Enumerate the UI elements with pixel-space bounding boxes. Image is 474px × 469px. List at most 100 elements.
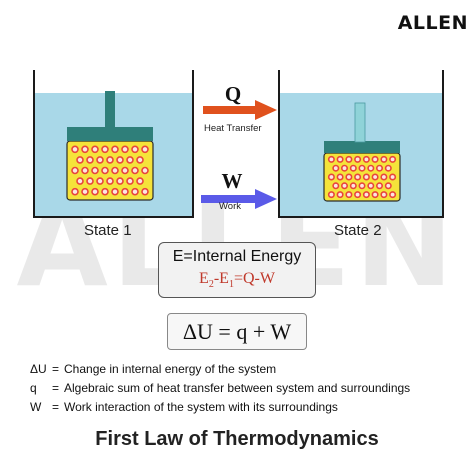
gas-molecule: [126, 177, 134, 185]
first-law-equation: ΔU = q + W: [167, 313, 307, 350]
gas-molecules-state-1: [71, 145, 149, 196]
footer-title: First Law of Thermodynamics: [95, 428, 379, 450]
gas-molecule: [371, 155, 379, 163]
gas-molecule: [136, 177, 144, 185]
gas-molecule: [367, 164, 375, 172]
heat-caption: Heat Transfer: [204, 123, 262, 134]
gas-molecule: [345, 191, 353, 199]
work-caption: Work: [219, 201, 241, 212]
gas-molecule: [81, 166, 89, 175]
gas-molecule: [358, 164, 366, 172]
piston-rod-state-1: [105, 91, 115, 128]
internal-energy-equation: E2-E1=Q-W: [199, 270, 275, 291]
legend-row-delta-u: ΔU=Change in internal energy of the syst…: [30, 362, 276, 376]
state-1-label: State 1: [84, 222, 132, 239]
gas-molecule: [384, 164, 392, 172]
gas-molecule: [340, 182, 348, 190]
internal-energy-box: E=Internal Energy E2-E1=Q-W: [158, 242, 316, 298]
gas-molecule: [327, 191, 335, 199]
piston-state-1: [67, 127, 153, 141]
gas-molecule: [91, 187, 99, 196]
gas-molecule: [71, 145, 79, 154]
gas-molecule: [345, 173, 353, 181]
gas-molecule: [121, 187, 129, 196]
gas-molecule: [81, 187, 89, 196]
gas-molecule: [336, 191, 344, 199]
heat-symbol: Q: [224, 82, 242, 106]
gas-molecule: [340, 164, 348, 172]
gas-molecule: [332, 182, 340, 190]
gas-molecule: [106, 177, 114, 185]
cylinder-state-2: [323, 152, 401, 202]
gas-molecule: [141, 166, 149, 175]
gas-molecule: [76, 177, 84, 185]
gas-molecule: [354, 155, 362, 163]
state-2-label: State 2: [334, 222, 382, 239]
internal-energy-title: E=Internal Energy: [172, 248, 302, 265]
gas-molecule: [111, 145, 119, 154]
gas-molecule: [101, 145, 109, 154]
brand-logo: ALLEN: [397, 12, 468, 34]
gas-molecule: [349, 182, 357, 190]
gas-molecule: [375, 164, 383, 172]
legend-equals: =: [52, 381, 60, 395]
gas-molecule: [389, 191, 397, 199]
legend-symbol: ΔU: [30, 362, 47, 376]
legend-symbol: q: [30, 381, 37, 395]
gas-molecule: [131, 166, 139, 175]
heat-arrow: [203, 100, 277, 120]
gas-molecule: [389, 173, 397, 181]
gas-molecule: [121, 145, 129, 154]
gas-molecule: [121, 166, 129, 175]
gas-molecule: [354, 173, 362, 181]
gas-molecule: [91, 145, 99, 154]
legend-row-w: W=Work interaction of the system with it…: [30, 400, 338, 414]
gas-molecule: [96, 177, 104, 185]
gas-molecule: [141, 187, 149, 196]
gas-molecule: [116, 177, 124, 185]
gas-molecule: [336, 155, 344, 163]
gas-molecule: [91, 166, 99, 175]
legend-text: Work interaction of the system with its …: [64, 400, 338, 414]
work-symbol: W: [221, 169, 243, 193]
gas-molecule: [367, 182, 375, 190]
gas-molecule: [131, 187, 139, 196]
gas-molecule: [136, 156, 144, 164]
gas-molecule: [380, 173, 388, 181]
gas-molecule: [327, 155, 335, 163]
gas-molecule: [345, 155, 353, 163]
gas-molecule: [384, 182, 392, 190]
gas-molecule: [76, 156, 84, 164]
work-arrow: [201, 189, 277, 209]
cylinder-state-1: [66, 140, 154, 201]
gas-molecule: [371, 173, 379, 181]
gas-molecule: [336, 173, 344, 181]
gas-molecule: [362, 173, 370, 181]
gas-molecule: [354, 191, 362, 199]
gas-molecule: [116, 156, 124, 164]
gas-molecule: [131, 145, 139, 154]
gas-molecules-state-2: [327, 155, 397, 199]
container-state-1: [33, 70, 194, 218]
gas-molecule: [362, 191, 370, 199]
gas-molecule: [71, 166, 79, 175]
gas-molecule: [126, 156, 134, 164]
gas-molecule: [86, 177, 94, 185]
gas-molecule: [380, 155, 388, 163]
container-state-2: [278, 70, 444, 218]
piston-state-2: [324, 141, 400, 153]
gas-molecule: [101, 187, 109, 196]
container-outline-state-2: [278, 70, 444, 218]
gas-molecule: [141, 145, 149, 154]
legend-equals: =: [52, 362, 60, 376]
gas-molecule: [389, 155, 397, 163]
gas-molecule: [101, 166, 109, 175]
gas-molecule: [111, 166, 119, 175]
gas-molecule: [380, 191, 388, 199]
gas-molecule: [362, 155, 370, 163]
legend-equals: =: [52, 400, 60, 414]
legend-row-q: q=Algebraic sum of heat transfer between…: [30, 381, 410, 395]
gas-molecule: [358, 182, 366, 190]
gas-molecule: [371, 191, 379, 199]
gas-molecule: [332, 164, 340, 172]
